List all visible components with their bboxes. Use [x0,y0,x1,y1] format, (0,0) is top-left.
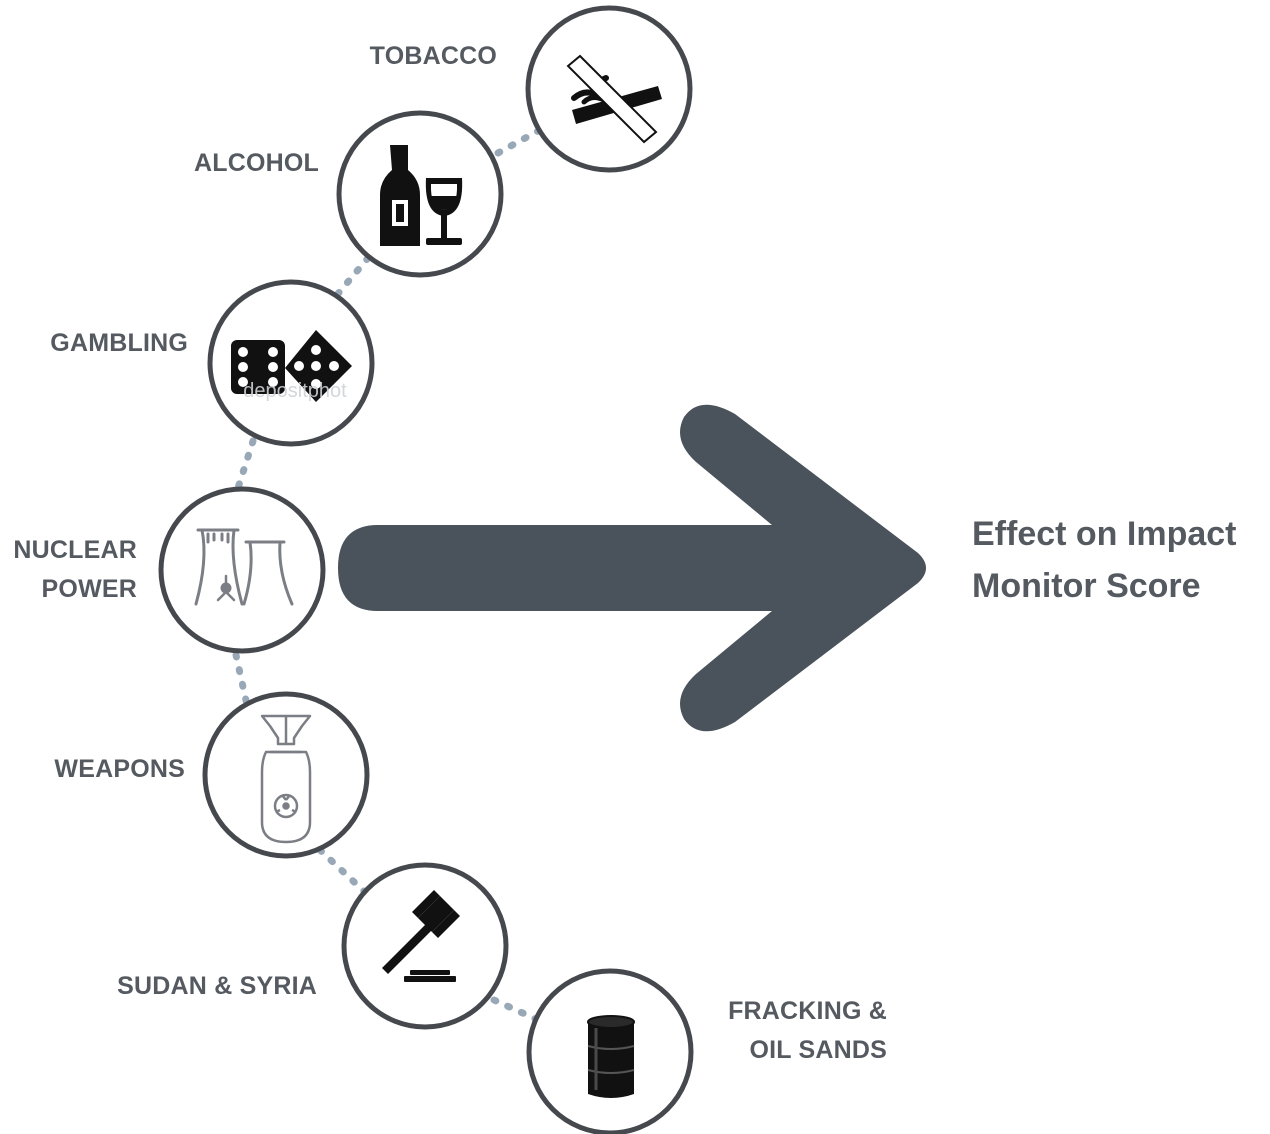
factor-label-sudan-syria: SUDAN & SYRIA [117,967,317,1006]
alcohol-node [336,110,504,278]
label-line: FRACKING & [728,997,887,1025]
label-line: WEAPONS [54,755,185,783]
cooling-tower-icon [194,528,294,606]
label-line: NUCLEAR [13,536,137,564]
watermark-text: depositphot [243,380,347,402]
factor-label-tobacco: TOBACCO [370,37,497,76]
sudan-syria-node [341,862,509,1030]
result-title-line: Monitor Score [972,567,1201,605]
fracking-node [526,968,694,1134]
label-line: SUDAN & SYRIA [117,972,317,1000]
label-line: POWER [41,575,137,603]
weapons-circle [202,691,370,859]
oil-barrel-icon [587,1015,635,1098]
nuclear-power-node [158,486,326,654]
gavel-icon [382,890,460,982]
nuclear-power-circle [158,486,326,654]
label-line: OIL SANDS [749,1036,887,1064]
label-line: TOBACCO [369,42,497,70]
arrow-right [338,404,926,732]
gambling-node: depositphot [207,279,375,447]
factor-label-weapons: WEAPONS [54,750,185,789]
factor-label-nuclear-power: NUCLEAR POWER [13,531,137,609]
label-line: GAMBLING [50,329,188,357]
sudan-syria-circle [341,862,509,1030]
tobacco-node [525,5,693,173]
wine-bottle-glass-icon [380,145,463,246]
factor-label-gambling: GAMBLING [50,324,188,363]
alcohol-circle [336,110,504,278]
weapons-node [202,691,370,859]
nuclear-bomb-icon [260,714,312,844]
factor-label-alcohol: ALCOHOL [194,144,319,183]
result-title: Effect on Impact Monitor Score [972,508,1236,612]
no-smoking-icon [566,54,662,144]
label-line: ALCOHOL [194,149,319,177]
factor-label-fracking-oil-sands: FRACKING & OIL SANDS [728,992,887,1070]
dice-icon [231,330,352,402]
result-title-line: Effect on Impact [972,515,1237,553]
